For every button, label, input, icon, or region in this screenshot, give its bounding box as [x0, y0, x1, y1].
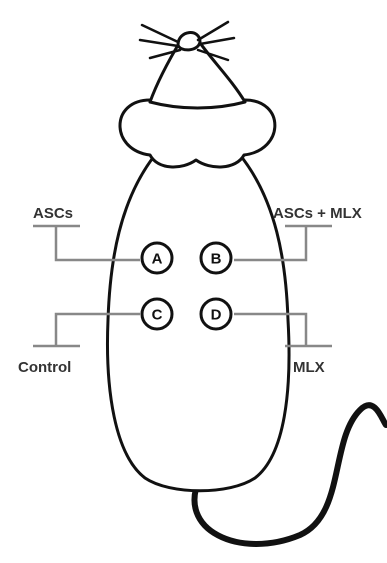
label-ascs-mlx: ASCs + MLX [273, 205, 362, 222]
label-mlx: MLX [293, 359, 325, 376]
site-c-label: C [152, 307, 163, 324]
injection-site-d: D [201, 299, 231, 329]
mouse-body [107, 155, 289, 491]
label-control: Control [18, 359, 71, 376]
whisker-right-1 [198, 22, 228, 40]
site-a-label: A [152, 251, 163, 268]
site-d-label: D [211, 307, 222, 324]
label-ascs: ASCs [33, 205, 73, 222]
injection-site-b: B [201, 243, 231, 273]
injection-site-c: C [142, 299, 172, 329]
whisker-left-2 [140, 40, 178, 46]
mouse-nose [178, 33, 200, 50]
whisker-right-2 [200, 38, 234, 44]
injection-site-a: A [142, 243, 172, 273]
whisker-left-1 [142, 25, 178, 42]
site-b-label: B [211, 251, 222, 268]
mouse-ears [120, 100, 275, 167]
